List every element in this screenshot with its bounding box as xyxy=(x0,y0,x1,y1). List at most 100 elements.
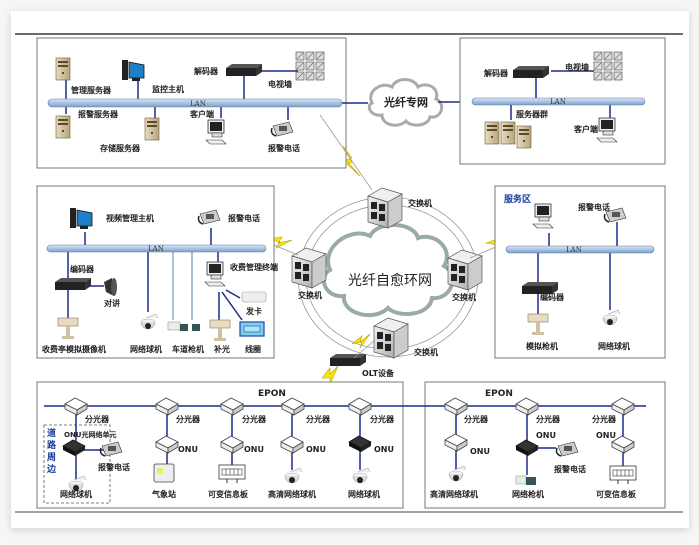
switch-right-icon xyxy=(447,249,483,291)
dome-camera-label: 网络球机 xyxy=(598,341,630,351)
weather-station-label: 气象站 xyxy=(151,489,176,499)
vms-board-label: 可变信息板 xyxy=(208,489,249,499)
encoder-label: 编码器 xyxy=(70,264,95,274)
alarm-phone-label: 报警电话 xyxy=(554,464,586,474)
loop-coil-label: 线圈 xyxy=(245,344,261,354)
epon-title: EPON xyxy=(258,389,286,399)
booth-camera-label: 收费亭模拟摄像机 xyxy=(42,344,106,354)
video-mgmt-host-label: 视频管理主机 xyxy=(106,213,154,223)
onu-label: ONU xyxy=(596,431,616,440)
server-icon xyxy=(500,121,516,145)
ring-title: 光纤自愈环网 xyxy=(348,273,432,289)
decoder-icon xyxy=(226,64,262,76)
switch-top-label: 交换机 xyxy=(408,198,432,208)
dome-camera-label: 网络球机 xyxy=(60,489,92,499)
server-group-label: 服务器群 xyxy=(516,109,548,119)
self-healing-ring: 光纤自愈环网 交换机 交换机 交换机 交换机 OLT设备 xyxy=(291,187,483,378)
splitter-label: 分光器 xyxy=(464,414,489,424)
lan-label: LAN xyxy=(190,100,206,108)
splitter-label: 分光器 xyxy=(536,414,561,424)
onu-label: ONU xyxy=(178,445,198,454)
fiber-private-net-cloud: 光纤专网 xyxy=(367,78,472,127)
road-zone-label-4: 边 xyxy=(46,463,57,475)
switch-right-label: 交换机 xyxy=(452,292,476,302)
client-label: 客户端 xyxy=(189,109,214,119)
panel-epon-right: EPON 分光器 分光器 分光器 ONU 高清网络球机 ONU 报警电话 网络枪… xyxy=(420,381,666,509)
vms-board-label: 可变信息板 xyxy=(596,489,637,499)
analog-camera-label: 模拟枪机 xyxy=(526,341,558,351)
road-zone-box xyxy=(43,424,111,504)
alarm-phone-label: 报警电话 xyxy=(578,202,610,212)
switch-left-label: 交换机 xyxy=(298,290,322,300)
decoder-icon xyxy=(513,66,549,78)
client-label: 客户端 xyxy=(573,124,598,134)
panel-remote-center: LAN 解码器 电视墙 服务器群 客户端 xyxy=(459,37,666,165)
alarm-server-icon xyxy=(55,115,71,139)
fill-light-label: 补光 xyxy=(213,344,230,354)
lan-bus xyxy=(471,97,646,106)
lan-bus xyxy=(47,98,343,108)
road-zone-label-2: 路 xyxy=(47,439,57,451)
lan-bus xyxy=(505,245,655,254)
intercom-label: 对讲 xyxy=(104,298,120,308)
mgmt-server-icon xyxy=(55,57,71,81)
onu-label: ONU xyxy=(374,445,394,454)
splitter-label: 分光器 xyxy=(306,414,331,424)
epon-title: EPON xyxy=(485,389,513,399)
service-area-title: 服务区 xyxy=(504,193,531,205)
panel-service-area: 服务区 LAN 报警电话 编码器 模拟枪机 网络球机 xyxy=(494,185,666,359)
dome-camera-label: 网络球机 xyxy=(348,489,380,499)
onu-label: ONU xyxy=(306,445,326,454)
decoder-label: 解码器 xyxy=(194,66,219,76)
server-icon xyxy=(484,121,500,145)
alarm-phone-label: 报警电话 xyxy=(268,143,300,153)
lan-label: LAN xyxy=(550,98,566,106)
panel-epon-left: EPON 道 路 周 边 分光器 分光器 分光器 分光器 分光器 ONU光网络单… xyxy=(36,381,420,509)
switch-bottom-label: 交换机 xyxy=(414,347,438,357)
splitter-label: 分光器 xyxy=(242,414,267,424)
panel-toll-station: LAN 视频管理主机 报警电话 编码器 对讲 收费管理终端 发卡 收费亭模拟摄像… xyxy=(36,185,278,359)
splitter-label: 分光器 xyxy=(85,414,110,424)
loop-coil-icon xyxy=(239,321,265,337)
lane-camera-icon xyxy=(167,321,200,331)
switch-bottom-icon xyxy=(373,317,409,359)
network-gun-camera-label: 网络枪机 xyxy=(512,489,544,499)
alarm-phone-label: 报警电话 xyxy=(228,213,260,223)
lane-camera-label: 车道枪机 xyxy=(172,344,204,354)
hd-dome-camera-label: 高清网络球机 xyxy=(430,489,478,499)
card-issuer-label: 发卡 xyxy=(245,306,262,316)
switch-left-icon xyxy=(291,247,327,289)
onu-unit-label: ONU光网络单元 xyxy=(64,430,117,439)
mgmt-server-label: 管理服务器 xyxy=(71,85,112,95)
road-zone-label-3: 周 xyxy=(47,452,56,463)
server-icon xyxy=(516,125,532,149)
lan-label: LAN xyxy=(566,246,582,254)
storage-server-icon xyxy=(144,117,160,141)
splitter-label: 分光器 xyxy=(176,414,201,424)
switch-top-icon xyxy=(367,187,403,229)
toll-terminal-label: 收费管理终端 xyxy=(230,262,278,272)
tv-wall-label: 电视墙 xyxy=(268,79,292,89)
splitter-label: 分光器 xyxy=(592,414,617,424)
monitor-host-label: 监控主机 xyxy=(152,84,184,94)
hd-dome-camera-label: 高清网络球机 xyxy=(268,489,316,499)
encoder-icon xyxy=(55,278,91,290)
lan-label: LAN xyxy=(148,245,164,253)
fiber-private-net-label: 光纤专网 xyxy=(383,95,428,109)
storage-server-label: 存储服务器 xyxy=(99,143,141,153)
tv-wall-label: 电视墙 xyxy=(565,62,589,72)
dome-camera-label: 网络球机 xyxy=(130,344,162,354)
panel-control-center: LAN 管理服务器 监控主机 解码器 电视墙 报警服务器 存储服务器 客户端 报… xyxy=(36,37,368,169)
onu-label: ONU xyxy=(536,431,556,440)
intercom-speaker-icon xyxy=(104,278,117,296)
olt-device-icon xyxy=(330,354,366,366)
onu-label: ONU xyxy=(244,445,264,454)
tv-wall-icon xyxy=(593,51,623,81)
weather-station-icon xyxy=(153,463,175,483)
tv-wall-icon xyxy=(295,51,325,81)
road-zone-label-1: 道 xyxy=(47,427,56,439)
olt-label: OLT设备 xyxy=(362,368,395,378)
card-issuer-icon xyxy=(241,291,267,303)
alarm-phone-label: 报警电话 xyxy=(98,462,130,472)
